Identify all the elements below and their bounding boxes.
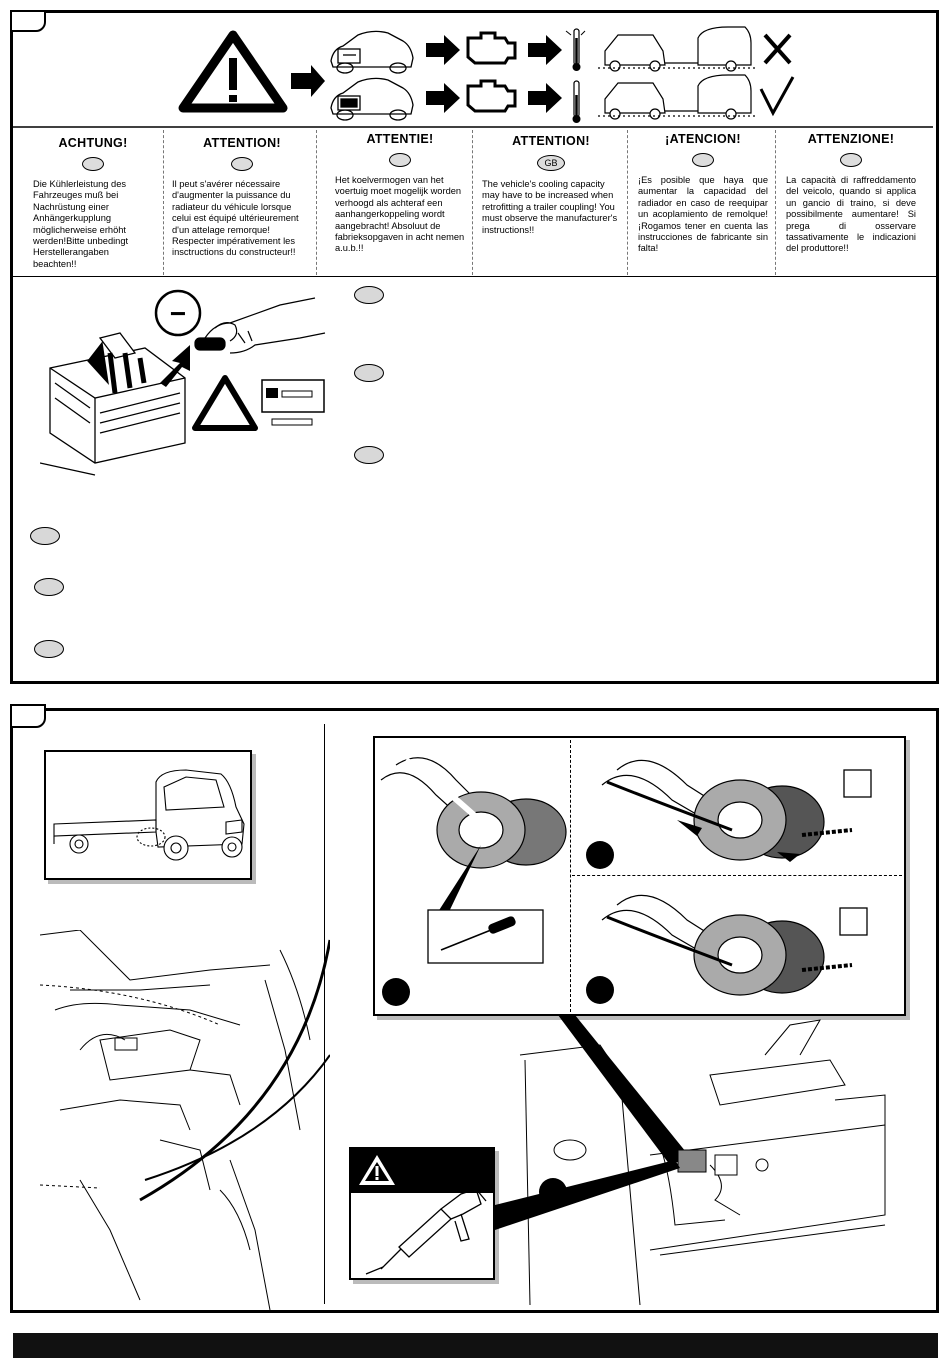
arrow-right-icon (528, 35, 562, 65)
warning-heading: ATTENTIE! (366, 132, 434, 146)
warning-text: ¡Es posible que haya que aumentar la cap… (638, 175, 768, 254)
detail-divider-horizontal (572, 875, 902, 876)
car-with-caravan-top (598, 26, 758, 72)
language-bubble (30, 527, 60, 545)
language-bubble (354, 286, 384, 304)
column-divider (775, 130, 776, 275)
language-bubble (34, 578, 64, 596)
engine-icon (466, 79, 517, 113)
sealant-callout-pointer (495, 1160, 680, 1230)
grommet-cut-illustration (380, 757, 567, 1006)
warning-column-gb: ATTENTION! GB The vehicle's cooling capa… (482, 130, 620, 275)
step-marker (382, 978, 410, 1006)
language-bubble (354, 364, 384, 382)
arrow-right-icon (426, 35, 460, 65)
warning-heading: ATTENTION! (203, 136, 281, 150)
column-divider (472, 130, 473, 275)
step-marker (539, 1178, 567, 1206)
language-flag-oval-gb: GB (537, 155, 565, 171)
car-front-bottom (330, 77, 414, 121)
columns-separator (13, 276, 936, 277)
warning-column-es: ¡ATENCION! ¡Es posible que haya que aume… (638, 130, 768, 275)
warning-text: La capacità di raffreddamento del veicol… (786, 175, 916, 254)
check-mark-icon (759, 76, 795, 117)
warning-text: Het koelvermogen van het voertuig moet m… (335, 175, 465, 254)
minus-sign: − (170, 298, 186, 329)
warning-column-it: ATTENZIONE! La capacità di raffreddament… (786, 130, 916, 275)
car-front-top (330, 30, 414, 74)
section-1-frame (10, 10, 939, 684)
hand-removing-clamp (194, 297, 326, 354)
warning-text: Die Kühlerleistung des Fahrzeuges muß be… (33, 179, 129, 269)
column-divider (316, 130, 317, 275)
section-2-frame (10, 708, 939, 1313)
step-marker (586, 976, 614, 1004)
language-flag-oval (389, 153, 411, 167)
cooling-warning-illustration (13, 26, 933, 128)
warning-triangle-icon (359, 1155, 395, 1185)
warning-text: Il peut s'avérer nécessaire d'augmenter … (172, 179, 299, 258)
warning-triangle-icon (178, 30, 288, 113)
warning-column-nl: ATTENTIE! Het koelvermogen van het voert… (335, 130, 465, 275)
battery-disconnect-illustration: − (40, 289, 326, 476)
section-2-divider (324, 724, 325, 1304)
column-divider (163, 130, 164, 275)
car-radio-icon (261, 379, 325, 426)
language-flag-oval (840, 153, 862, 167)
language-flag-oval (692, 153, 714, 167)
language-flag-oval (82, 157, 104, 171)
minus-sign-circle: − (154, 289, 202, 337)
thermometer-icon (565, 28, 586, 71)
zoom-arc (139, 939, 330, 1202)
footer-bar (13, 1333, 938, 1358)
caulking-gun-icon (365, 1188, 487, 1275)
section-2-tab (10, 704, 46, 728)
warning-heading: ACHTUNG! (58, 136, 128, 150)
language-bubble (34, 640, 64, 658)
warning-triangle-icon (192, 375, 258, 431)
zoom-arc (144, 1054, 330, 1181)
engine-icon (466, 31, 517, 65)
language-flag-oval (231, 157, 253, 171)
sealant-warning-box (349, 1147, 495, 1280)
warning-column-de: ACHTUNG! Die Kühlerleistung des Fahrzeug… (33, 130, 153, 275)
car-battery (40, 332, 186, 476)
x-mark-icon (763, 33, 792, 65)
arrow-right-icon (426, 83, 460, 113)
screwdriver-icon (427, 909, 544, 964)
language-bubble (354, 446, 384, 464)
thermometer-icon (572, 80, 581, 123)
warning-text: The vehicle's cooling capacity may have … (482, 179, 618, 235)
section-1-tab (10, 10, 46, 32)
arrow-right-icon (291, 65, 325, 97)
car-with-caravan-bottom (598, 74, 758, 120)
underbody-grommet-illustration (519, 1015, 886, 1305)
arrow-right-icon (528, 83, 562, 113)
grommet-cable-illustration (586, 759, 872, 1004)
detail-divider-vertical (570, 740, 571, 1012)
warning-heading: ATTENZIONE! (807, 132, 895, 146)
sealant-warning-graphics (359, 1155, 487, 1275)
vehicle-thumbnail-box (44, 750, 252, 880)
step-marker (586, 841, 614, 869)
cab-interior-illustration (40, 930, 330, 1311)
warning-heading: ¡ATENCION! (665, 132, 741, 146)
warning-column-fr: ATTENTION! Il peut s'avérer nécessaire d… (172, 130, 312, 275)
arrow-up-icon (160, 345, 190, 387)
warning-heading: ATTENTION! (512, 134, 590, 148)
column-divider (627, 130, 628, 275)
flatbed-truck-illustration (53, 769, 245, 861)
